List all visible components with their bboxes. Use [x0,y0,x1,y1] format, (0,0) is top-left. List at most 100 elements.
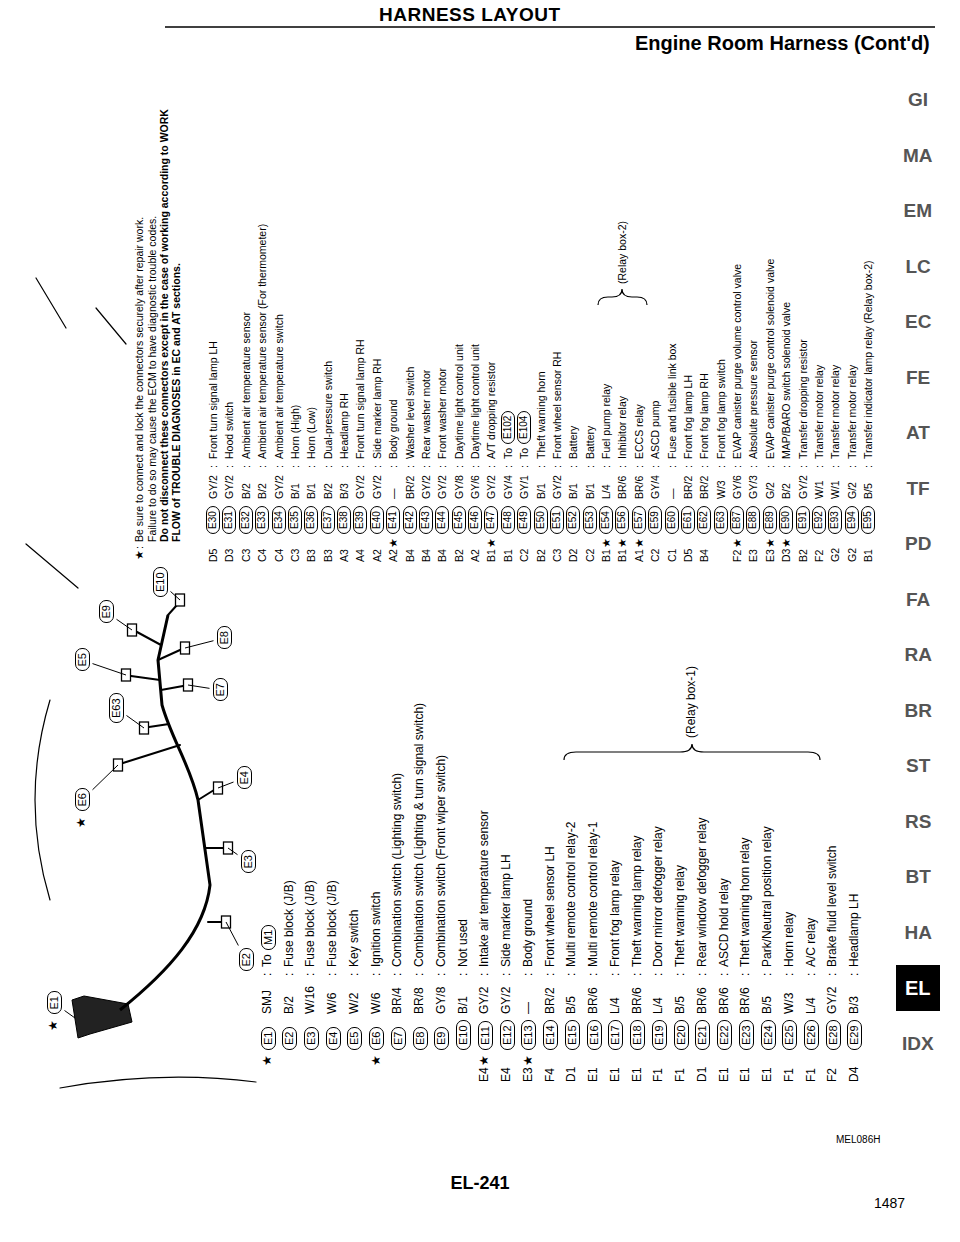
connector-number: E42 [403,506,417,534]
wire-color-pins: B/5 [761,996,775,1014]
connector-label: E35 [289,511,300,529]
connector-label: E40 [371,511,382,529]
connector-label: E37 [322,511,333,529]
star-mark: ★ [633,538,645,548]
connector-label: E30 [207,511,218,529]
connector-description: To [518,448,530,459]
wire-color-pins: W/6 [326,993,340,1014]
connector-description: Front wheel sensor RH [551,352,563,459]
grid-location: E4 [500,1067,514,1082]
grid-location: E1 [631,1067,645,1082]
connector-number: E91 [796,506,810,534]
grid-location: B1 [600,549,612,562]
wire-color-pins: GY/3 [747,475,759,499]
separator-colon: : [609,973,623,976]
section-tab: RS [905,811,931,833]
connector-description: MAP/BARO switch solenoid valve [780,302,792,459]
connector-number: E87 [730,506,744,534]
harness-branch [137,632,161,645]
rotated-sheet: ★: Be sure to connect and lock the connec… [20,70,890,1100]
connector-description: Fuse block (J/B) [326,880,340,967]
star-mark: ★ [387,538,399,548]
connector-number: E33 [255,506,269,534]
section-tab: TF [907,478,930,500]
connector-number: E104 [517,411,531,444]
leader-line [127,716,145,729]
harness-branch [123,745,180,763]
grid-location: C2 [584,549,596,562]
connector-number: E12 [500,1020,515,1050]
grid-location: C3 [551,549,563,562]
section-tab: FE [906,367,930,389]
wire-color-pins: B/1 [305,483,317,499]
section-subheading: Engine Room Harness (Cont'd) [635,32,930,55]
connector-label: E1 [48,996,60,1009]
wire-color-pins: B/1 [535,483,547,499]
separator-colon: : [846,465,858,468]
wire-color-pins: BR/2 [698,476,710,499]
separator-colon: : [469,465,481,468]
connector-label: E51 [551,511,562,529]
connector-label: E92 [813,511,824,529]
connector-description: To [502,448,514,459]
connector-callout: E8 [217,626,232,649]
grid-location: D5 [207,549,219,562]
leader-line [185,641,214,648]
connector-description: Combination switch (Lighting switch) [391,773,405,967]
wire-color-pins: GY/2 [420,475,432,499]
connector-description: Hood switch [223,402,235,459]
wire-color-pins: W/3 [715,480,727,499]
grid-location: E3 [747,549,759,562]
grid-location: B2 [453,549,465,562]
separator-colon: : [739,973,753,976]
separator-colon: : [420,465,432,468]
separator-colon: : [436,465,448,468]
connector-label: E20 [675,1025,687,1045]
connector-description: Front turn signal lamp LH [207,341,219,459]
grid-location: E1 [609,1067,623,1082]
grid-location: C1 [666,549,678,562]
connector-description: Fuse block (J/B) [283,880,297,967]
caution-note: Be sure to connect and lock the connecto… [133,217,145,542]
wire-color-pins: BR/2 [682,476,694,499]
wire-color-pins: — [522,1002,536,1014]
connector-description: Transfer indicator lamp relay (Relay box… [862,260,874,459]
separator-colon: : [502,465,514,468]
grid-location: D5 [682,549,694,562]
wire-color-pins: B/2 [256,483,268,499]
wire-color-pins: B/5 [674,996,688,1014]
separator-colon: : [718,973,732,976]
body-panel-line [96,308,126,344]
connector-label: E89 [764,511,775,529]
star-mark: ★ [75,817,89,828]
connector-label: E4 [327,1032,339,1045]
connector-label: E6 [370,1032,382,1045]
connector-description: Horn relay [783,912,797,967]
leader-line [117,619,133,630]
connector-description: Washer level switch [404,367,416,459]
connector-number: E13 [521,1020,536,1050]
connector-callout: E2 [239,948,254,971]
connector-label: E1 [262,1032,274,1045]
grid-location: B3 [322,549,334,562]
connector-number: E88 [746,506,760,534]
grid-location: B4 [404,549,416,562]
separator-colon: : [805,973,819,976]
connector-description: Front turn signal lamp RH [354,339,366,459]
connector-number: E8 [413,1027,428,1050]
connector-callout: E7 [213,678,228,701]
grid-location: E3 [764,549,776,562]
connector-label: M1 [262,930,274,945]
connector-number: E31 [222,506,236,534]
separator-colon: : [652,973,666,976]
connector-description: Door mirror defogger relay [652,826,666,967]
connector-description: Headlamp LH [848,894,862,967]
connector-label: E16 [588,1025,600,1045]
wire-color-pins: SMJ [261,990,275,1014]
body-panel-line [60,1077,256,1088]
connector-label: E14 [544,1025,556,1045]
star-mark: ★ [522,1055,536,1066]
grid-location: E4 [478,1067,492,1082]
wire-color-pins: GY/2 [371,475,383,499]
connector-label: E59 [649,511,660,529]
